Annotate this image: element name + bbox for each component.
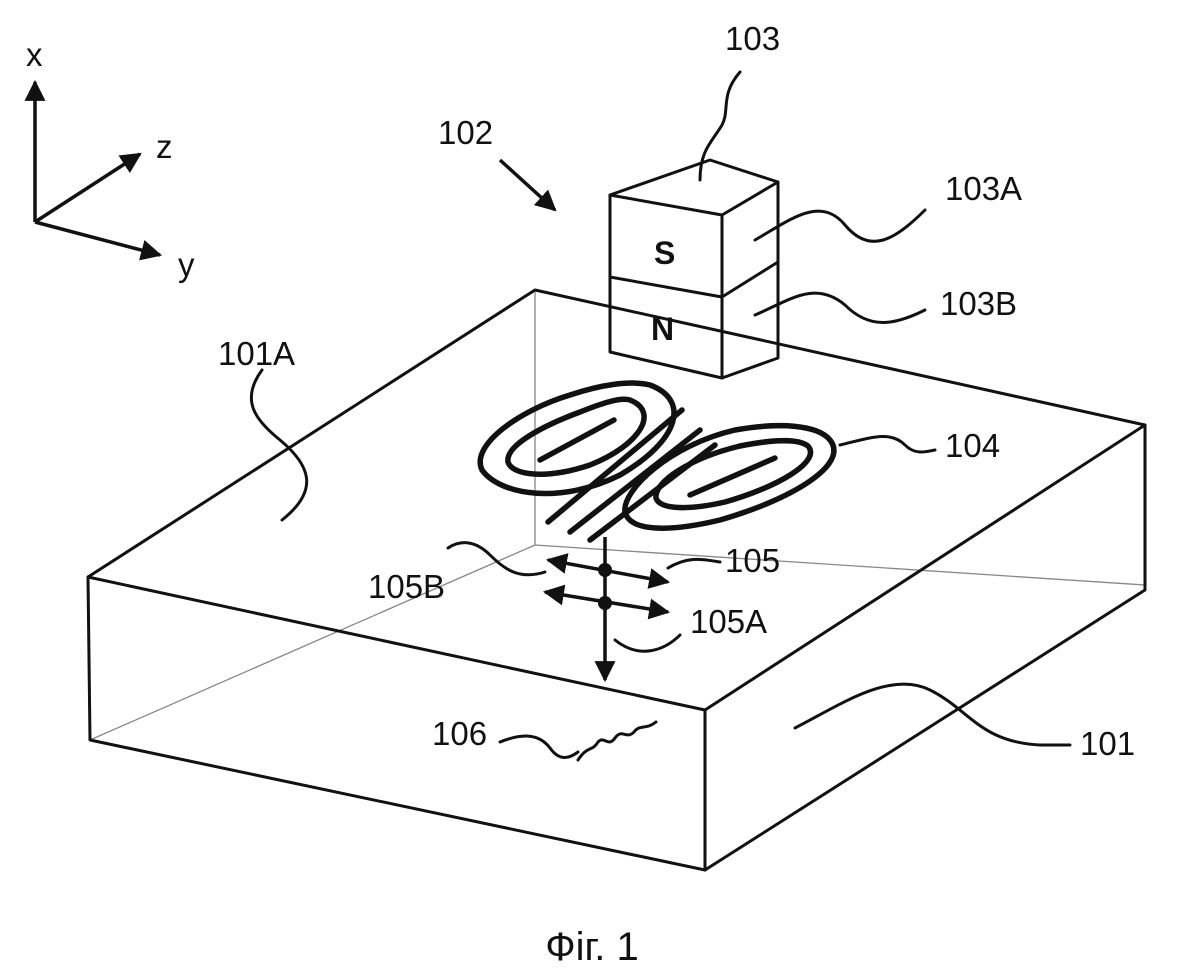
coil-left-core: [537, 417, 617, 463]
coil-lead-2: [567, 427, 703, 535]
label-105: 105: [725, 542, 780, 579]
label-105B: 105B: [368, 568, 445, 605]
pointer-102: [498, 158, 557, 212]
leader-103A: [753, 208, 927, 243]
magnet-pole-divider: [608, 260, 780, 299]
leader-103: [698, 70, 742, 182]
substrate-side-face: [703, 423, 1147, 872]
label-104: 104: [945, 427, 1000, 464]
label-102: 102: [438, 114, 493, 151]
leader-104: [838, 435, 937, 454]
label-101A: 101A: [218, 335, 295, 372]
field-vectors: [542, 537, 671, 683]
substrate-front-face: [86, 575, 707, 872]
signal-wave: [576, 720, 658, 762]
leader-105: [666, 557, 722, 570]
coil-left-inner: [505, 396, 647, 477]
figure-caption: Фіг. 1: [545, 925, 638, 969]
pole-s-label: S: [654, 235, 675, 271]
coil-left-outer: [477, 380, 677, 497]
y-axis-arrow: [34, 220, 163, 261]
leader-103B: [753, 291, 927, 324]
z-axis-arrow: [34, 152, 142, 224]
coil-right-inner: [653, 437, 814, 511]
magnet-outline: [608, 158, 780, 380]
label-101: 101: [1080, 725, 1135, 762]
substrate-hidden-edge-bottom: [89, 544, 536, 741]
leader-105A: [613, 633, 682, 653]
label-103B: 103B: [940, 285, 1017, 322]
substrate-hidden-edges: [534, 290, 1146, 586]
coil-lead-1: [545, 407, 685, 525]
label-103: 103: [725, 20, 780, 57]
leader-106: [498, 734, 580, 759]
label-105A: 105A: [690, 603, 767, 640]
label-103A: 103A: [945, 170, 1022, 207]
axis-y-label: y: [178, 246, 195, 283]
field-node-upper: [598, 563, 612, 577]
leader-lines: [249, 70, 1072, 759]
leader-105B: [446, 541, 547, 577]
coordinate-axes: x z y: [24, 36, 195, 283]
reference-labels: 103 102 103A 103B 101A 104 105 105B 105A…: [218, 20, 1135, 762]
leader-101A: [249, 368, 309, 522]
field-node-lower: [598, 596, 612, 610]
pole-n-label: N: [651, 311, 674, 347]
coil: [477, 380, 837, 543]
substrate-box: [86, 288, 1147, 872]
axis-x-label: x: [26, 36, 43, 73]
label-106: 106: [432, 715, 487, 752]
coil-right-core: [687, 455, 778, 498]
leader-101: [793, 682, 1072, 747]
magnet: S N: [608, 158, 780, 380]
coil-lead-3: [587, 442, 718, 543]
axis-z-label: z: [156, 128, 173, 165]
